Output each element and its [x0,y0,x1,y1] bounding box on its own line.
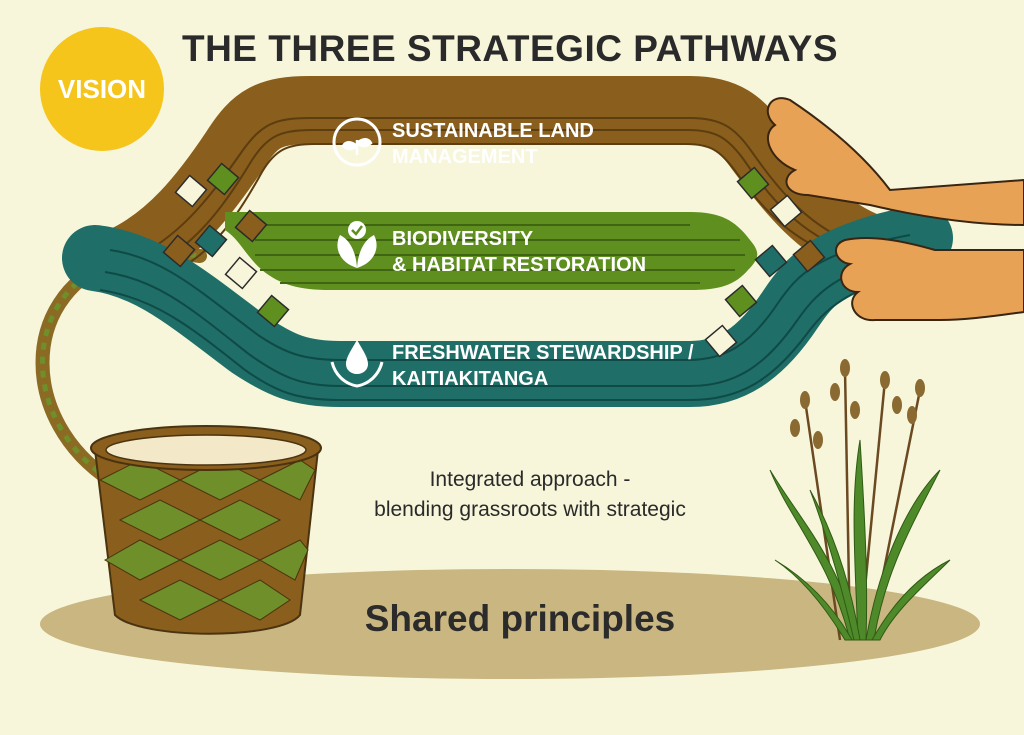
note-line: blending grassroots with strategic [374,498,686,521]
weave-right [704,166,826,358]
note-line: Integrated approach - [429,468,631,491]
pathway-label-land: SUSTAINABLE LAND MANAGEMENT [392,118,594,170]
pathway-label-line: BIODIVERSITY [392,228,534,250]
pathway-label-freshwater: FRESHWATER STEWARDSHIP / KAITIAKITANGA [392,340,694,392]
flax-plant-illustration [769,359,951,641]
page-title: THE THREE STRATEGIC PATHWAYS [181,28,839,69]
pathway-band-freshwater [62,205,953,407]
weave-left [162,162,290,328]
integrated-approach-note: Integrated approach - blending grassroot… [340,465,720,525]
pathway-label-biodiversity: BIODIVERSITY & HABITAT RESTORATION [392,226,646,278]
pathway-label-line: FRESHWATER STEWARDSHIP / [392,342,694,364]
pathway-label-line: KAITIAKITANGA [392,368,549,390]
vision-label: VISION [57,73,147,104]
pathway-label-line: MANAGEMENT [392,146,538,168]
pathway-label-line: SUSTAINABLE LAND [392,120,594,142]
basket-illustration [90,425,322,635]
pathway-label-line: & HABITAT RESTORATION [392,254,647,276]
leaf-check-icon [337,221,377,268]
recycle-sprout-icon [332,117,382,167]
vision-badge: VISION [40,27,164,151]
hands-illustration [766,97,1024,322]
water-drop-hands-icon [330,340,384,388]
shared-principles-label: Shared principles [364,598,676,639]
